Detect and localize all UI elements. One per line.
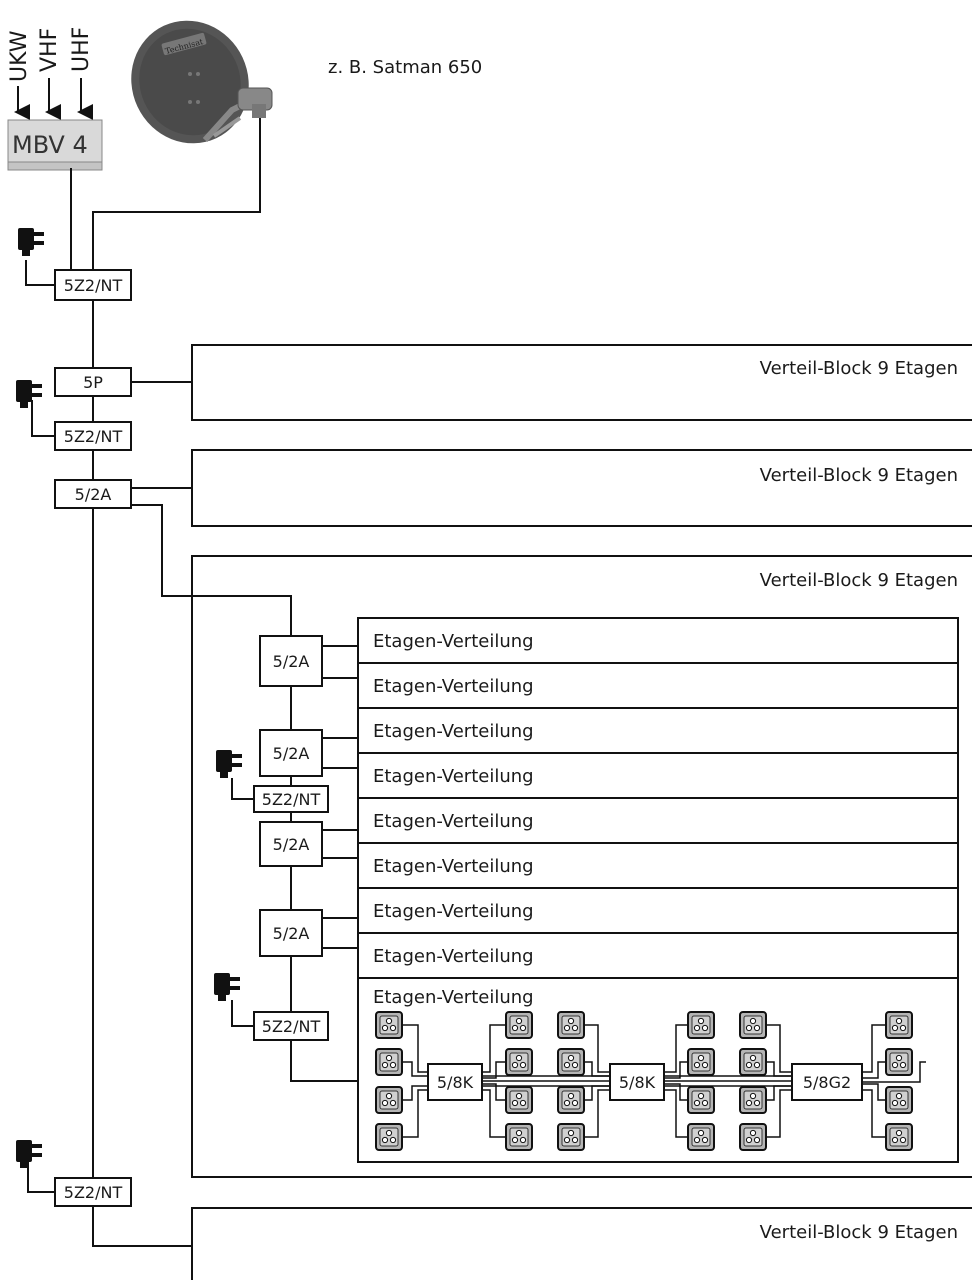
tv-socket-icon [557,1086,585,1114]
svg-text:5P: 5P [83,373,103,392]
psu-multiswitch-top: 5Z2/NT [54,269,132,301]
input-label-vhf: VHF [37,28,62,72]
tv-socket-icon [739,1086,767,1114]
tv-socket-icon [739,1048,767,1076]
psu-multiswitch-lower: 5Z2/NT [253,1011,329,1041]
floor-tap-1: 5/2A [259,635,323,687]
distribution-block-1: Verteil-Block 9 Etagen [191,344,972,421]
power-plug-icon [214,973,240,1001]
tv-socket-icon [557,1048,585,1076]
floor-label: Etagen-Verteilung [373,811,534,832]
tv-socket-icon [505,1123,533,1151]
bottom-floor-wiring [402,1024,926,1138]
input-label-ukw: UKW [7,30,32,82]
tv-socket-icon [687,1048,715,1076]
svg-text:5/8G2: 5/8G2 [803,1073,851,1092]
tv-socket-icon [375,1086,403,1114]
tv-socket-icon [885,1011,913,1039]
mbv4-amplifier: MBV 4 [7,119,103,171]
antenna-inputs: UKW VHF UHF [7,27,94,120]
svg-text:5/2A: 5/2A [75,485,112,504]
amplifier-label: MBV 4 [12,131,88,159]
svg-text:5Z2/NT: 5Z2/NT [64,427,123,446]
tv-socket-icon [505,1011,533,1039]
tv-socket-icon [557,1123,585,1151]
block-label: Verteil-Block 9 Etagen [760,358,958,379]
floor-label: Etagen-Verteilung [373,631,534,652]
floor-tap-4: 5/2A [259,909,323,957]
svg-text:5/2A: 5/2A [273,924,310,943]
splitter-5p: 5P [54,367,132,397]
svg-text:5Z2/NT: 5Z2/NT [262,790,321,809]
tv-socket-icon [885,1048,913,1076]
multiswitch-3: 5/8G2 [791,1063,863,1101]
svg-text:5/2A: 5/2A [273,652,310,671]
distribution-block-2: Verteil-Block 9 Etagen [191,449,972,527]
power-plug-icon [18,228,44,256]
floor-label: Etagen-Verteilung [373,676,534,697]
block-label: Verteil-Block 9 Etagen [760,570,958,591]
tv-socket-icon [375,1123,403,1151]
power-plug-icon [16,380,42,408]
headend-cables [25,118,292,1247]
block-label: Verteil-Block 9 Etagen [760,465,958,486]
psu-multiswitch-2: 5Z2/NT [54,421,132,451]
svg-text:5Z2/NT: 5Z2/NT [262,1017,321,1036]
svg-text:5Z2/NT: 5Z2/NT [64,1183,123,1202]
multiswitch-1: 5/8K [427,1063,483,1101]
svg-text:5/8K: 5/8K [437,1073,474,1092]
tv-socket-icon [557,1011,585,1039]
block-label: Verteil-Block 9 Etagen [760,1222,958,1243]
tv-socket-icon [739,1011,767,1039]
satellite-dish: Technisat z. B. Satman 650 [131,20,482,144]
tv-socket-icon [505,1086,533,1114]
floor-label: Etagen-Verteilung [373,987,534,1008]
floor-label: Etagen-Verteilung [373,901,534,922]
tv-socket-icon [739,1123,767,1151]
dish-caption: z. B. Satman 650 [328,57,482,78]
tv-socket-icon [885,1086,913,1114]
tv-socket-icon [505,1048,533,1076]
tv-socket-icon [375,1011,403,1039]
psu-multiswitch-bottom: 5Z2/NT [54,1177,132,1207]
floor-tap-2: 5/2A [259,729,323,777]
tv-socket-icon [885,1123,913,1151]
svg-text:5/8K: 5/8K [619,1073,656,1092]
tap-5-2a: 5/2A [54,479,132,509]
floor-tap-3: 5/2A [259,821,323,867]
psu-multiswitch-upper: 5Z2/NT [253,785,329,813]
input-label-uhf: UHF [69,27,94,72]
multiswitch-2: 5/8K [609,1063,665,1101]
tv-socket-icon [375,1048,403,1076]
tv-socket-icon [687,1011,715,1039]
distribution-block-3: Verteil-Block 9 Etagen [191,555,972,1178]
floor-label: Etagen-Verteilung [373,766,534,787]
distribution-block-4: Verteil-Block 9 Etagen [191,1207,972,1280]
svg-text:5/2A: 5/2A [273,744,310,763]
floor-label: Etagen-Verteilung [373,721,534,742]
block3-riser [231,645,428,1082]
tv-socket-icon [687,1086,715,1114]
power-plug-icon [216,750,242,778]
floor-label: Etagen-Verteilung [373,856,534,877]
tv-socket-icon [687,1123,715,1151]
floor-label: Etagen-Verteilung [373,946,534,967]
svg-text:5/2A: 5/2A [273,835,310,854]
svg-text:5Z2/NT: 5Z2/NT [64,276,123,295]
